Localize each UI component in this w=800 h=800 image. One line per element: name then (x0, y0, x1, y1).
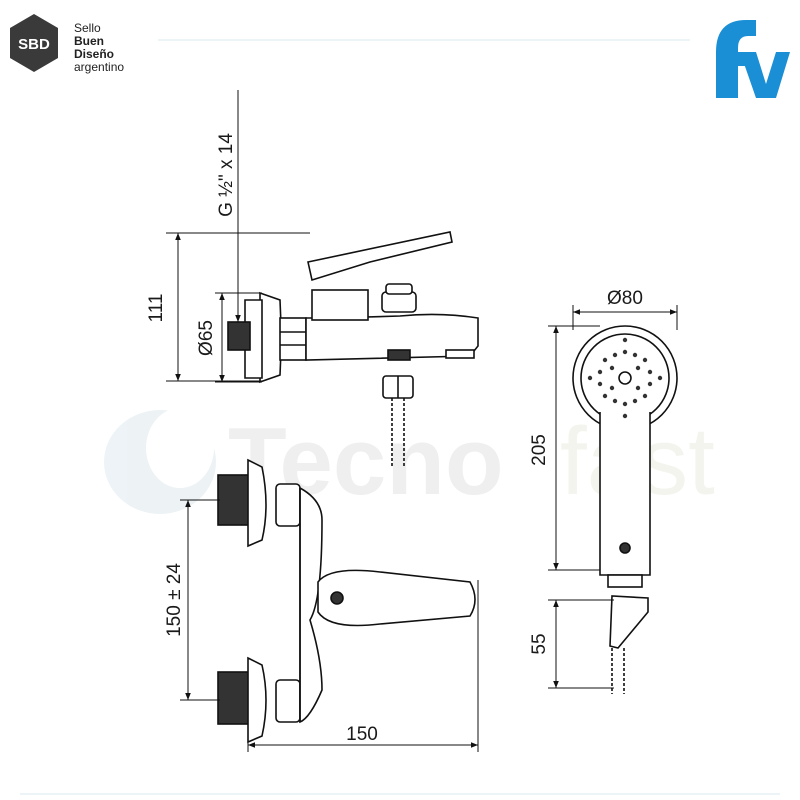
mixer-side-view (227, 231, 479, 466)
dim-length-205-label: 205 (529, 434, 550, 466)
sello-line-3: Diseño (74, 47, 114, 61)
dim-diameter-65-label: Ø65 (196, 320, 217, 356)
dim-diameter-80-label: Ø80 (607, 288, 643, 309)
dim-width-150-label: 150 (346, 724, 378, 745)
sello-line-2: Buen (74, 34, 104, 48)
badge-text: SBD (18, 36, 50, 53)
dim-height-111-label: 111 (146, 294, 167, 323)
dim-thread-label: G ½" x 14 (216, 133, 237, 217)
dimension-lines (166, 90, 678, 752)
sello-text: Sello Buen Diseño argentino (74, 21, 124, 74)
sello-line-1: Sello (74, 21, 101, 35)
fv-logo (716, 20, 790, 98)
hexagon-badge-icon (10, 14, 58, 72)
dim-height-55-label: 55 (529, 633, 550, 654)
dim-spacing-label: 150 ± 24 (164, 563, 185, 637)
mixer-front-view (217, 458, 476, 744)
sbd-logo: SBD (10, 14, 58, 72)
sello-line-4: argentino (74, 60, 124, 74)
nozzle-dots (587, 337, 663, 419)
watermark-text-1: Tecno (228, 408, 504, 515)
hand-shower (572, 325, 678, 694)
